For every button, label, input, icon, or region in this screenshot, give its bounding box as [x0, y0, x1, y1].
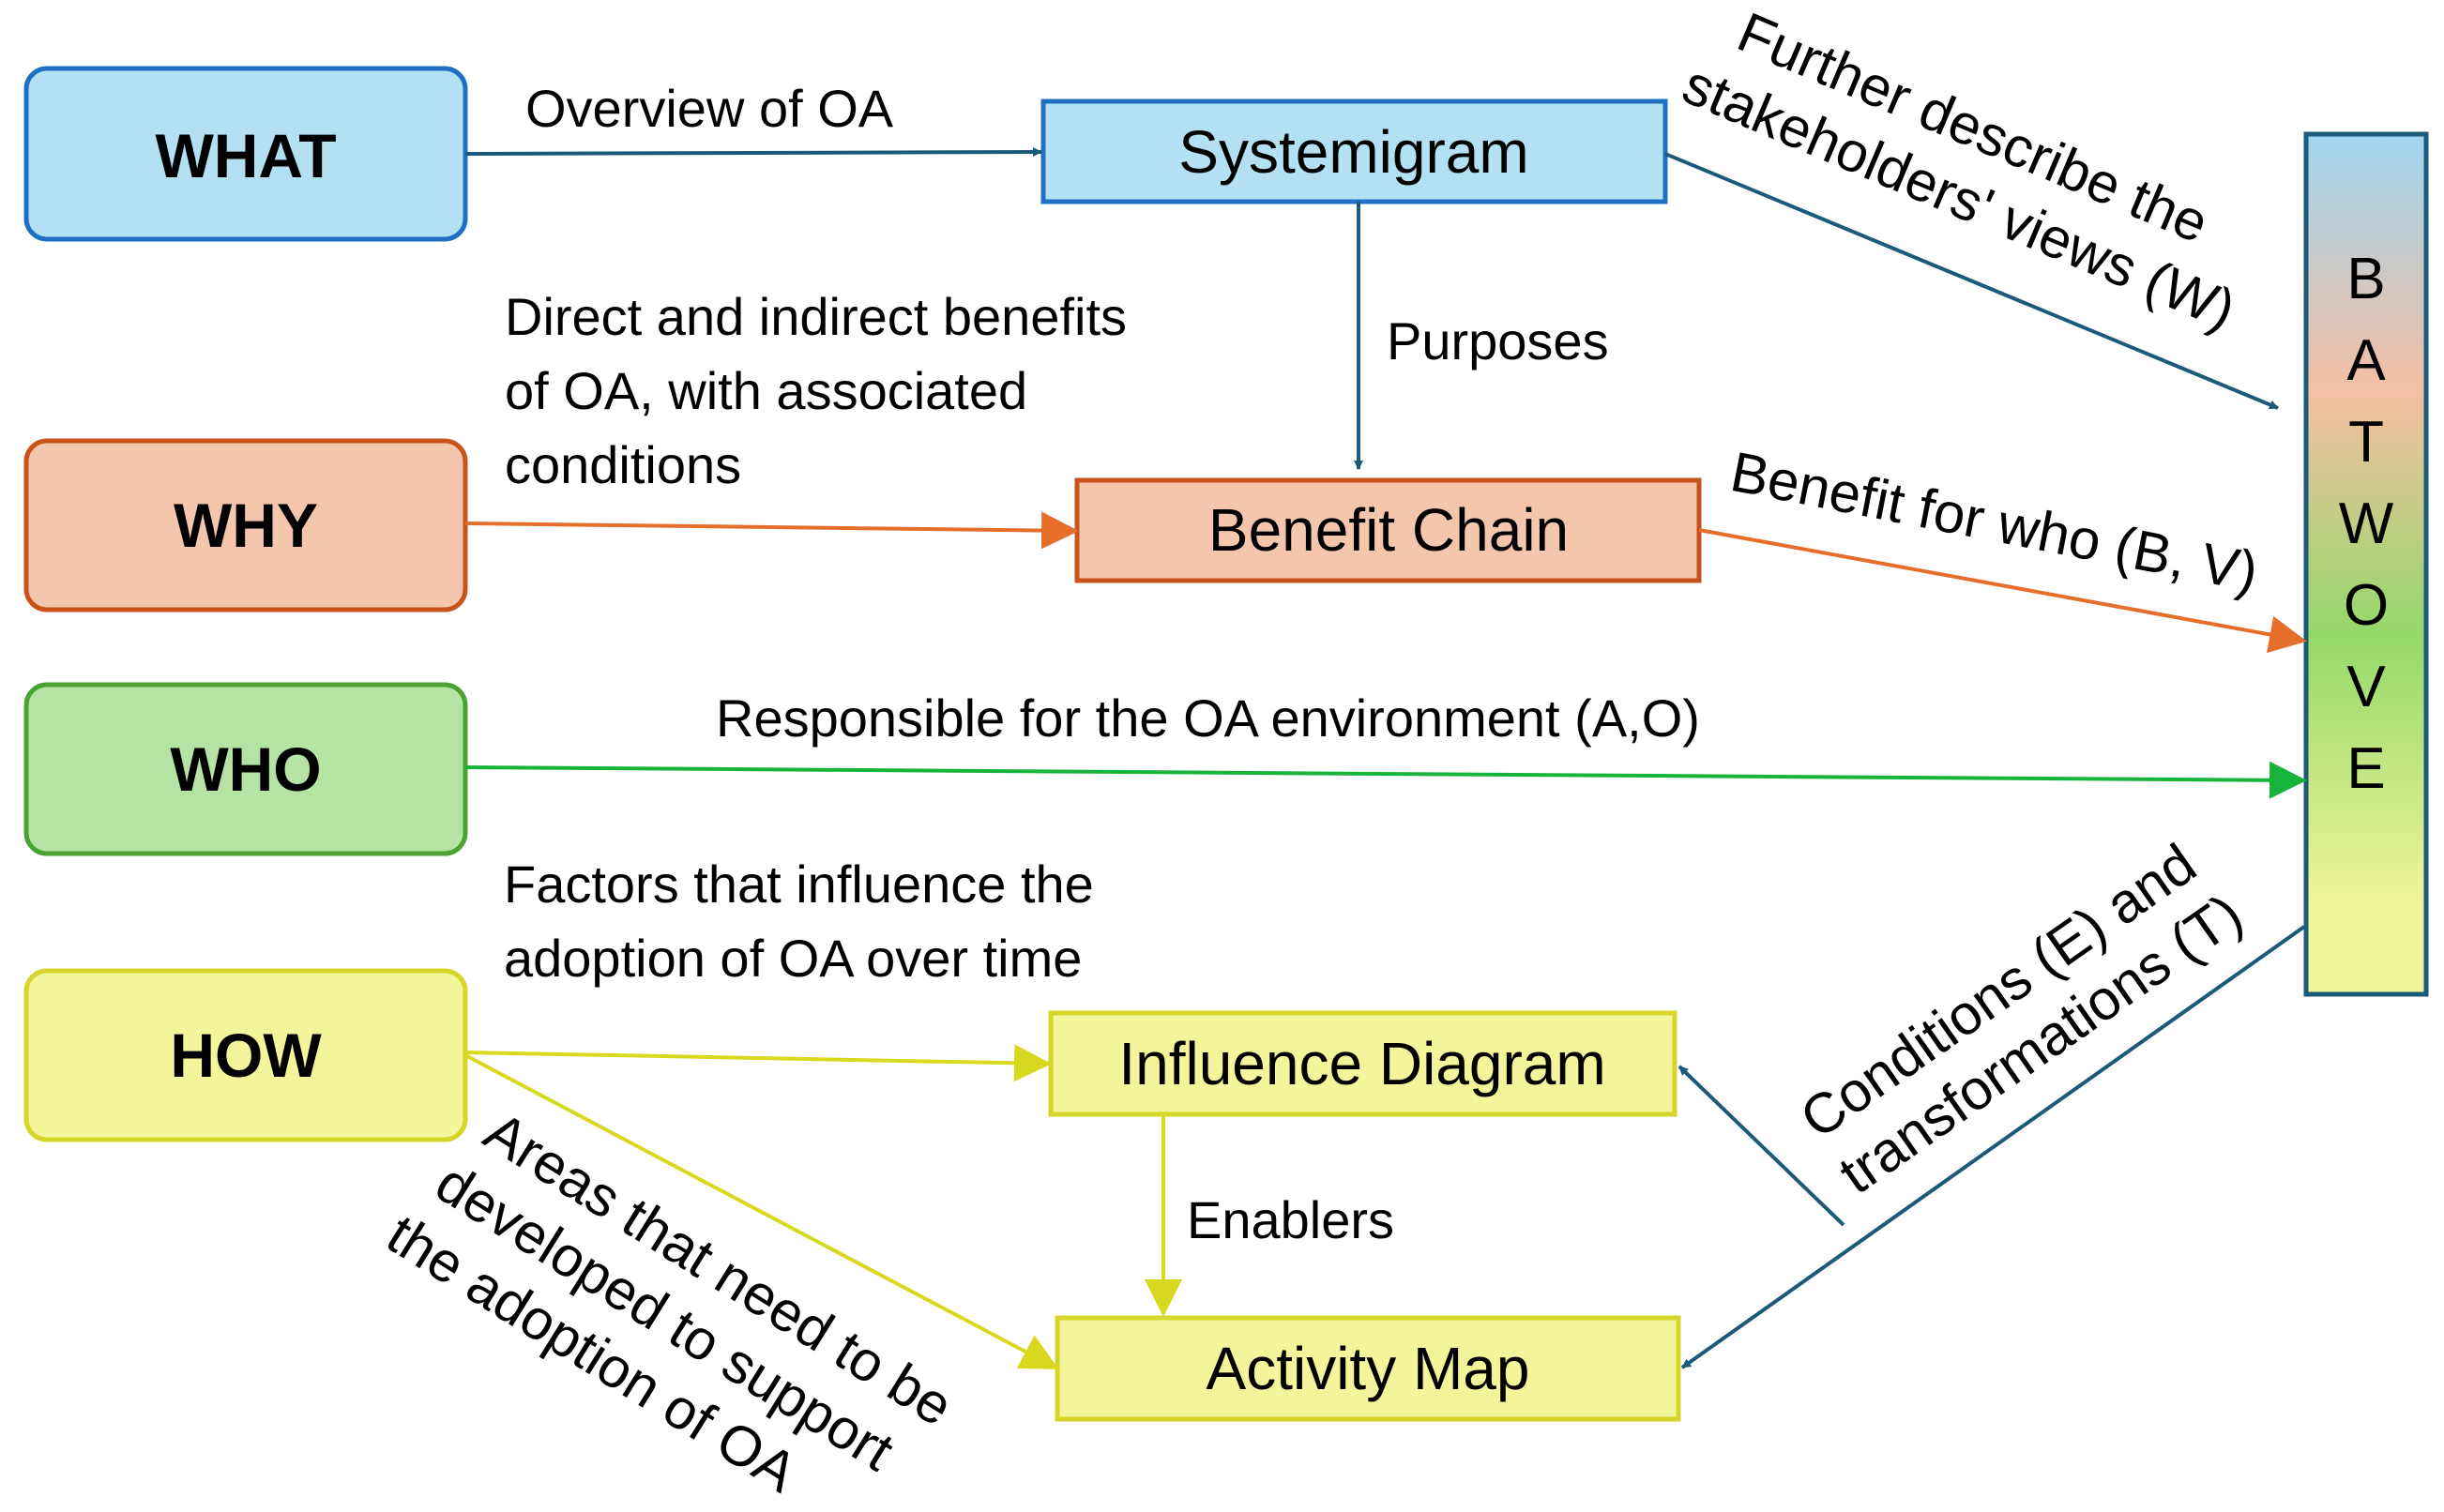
label-factors-line1: Factors that influence the	[504, 854, 1094, 914]
batwove-letter-w: W	[2339, 491, 2394, 556]
label-conditions: Conditions (E) and transformations (T)	[1789, 832, 2254, 1206]
label-purposes: Purposes	[1387, 311, 1609, 370]
arrow-batwove-activity	[1680, 925, 2306, 1369]
label-overview: Overview of OA	[525, 79, 894, 138]
batwove-letter-t: T	[2348, 410, 2384, 475]
systemigram-label: Systemigram	[1178, 118, 1528, 186]
arrow-benefit-batwove	[1698, 528, 2307, 654]
label-benefit-for-who: Benefit for who (B, V)	[1726, 440, 2264, 604]
activity-map-label: Activity Map	[1207, 1335, 1530, 1402]
arrow-what-systemigram	[464, 147, 1042, 158]
activity-map-box: Activity Map	[1055, 1315, 1681, 1422]
arrow-systemigram-batwove	[1664, 152, 2279, 410]
batwove-letter-b: B	[2346, 247, 2385, 311]
batwove-letter-e: E	[2346, 736, 2385, 801]
why-box: WHY	[23, 438, 468, 612]
arrow-who-batwove	[464, 761, 2307, 799]
label-benefits-line1: Direct and indirect benefits	[505, 287, 1127, 346]
what-label: WHAT	[155, 121, 336, 190]
batwove-column: B A T W O V E	[2303, 131, 2429, 997]
influence-diagram-box: Influence Diagram	[1048, 1010, 1677, 1117]
batwove-letter-v: V	[2346, 655, 2386, 719]
label-responsible: Responsible for the OA environment (A,O)	[716, 688, 1700, 748]
how-label: HOW	[170, 1021, 322, 1090]
arrow-batwove-influence	[1677, 1065, 1845, 1227]
label-benefits-line2: of OA, with associated	[505, 361, 1027, 420]
label-stakeholders: Further describe the stakeholders' views…	[1675, 0, 2245, 341]
label-areas: Areas that need to be developed to suppo…	[376, 1099, 964, 1504]
who-box: WHO	[23, 682, 468, 856]
arrow-how-activity	[464, 1053, 1059, 1369]
batwove-letter-o: O	[2344, 573, 2389, 638]
influence-diagram-label: Influence Diagram	[1118, 1030, 1605, 1097]
benefit-chain-box: Benefit Chain	[1074, 477, 1702, 583]
svg-text:Benefit for who (B, V): Benefit for who (B, V)	[1726, 440, 2264, 604]
benefit-chain-label: Benefit Chain	[1208, 496, 1569, 564]
arrow-how-influence	[464, 1044, 1052, 1082]
systemigram-box: Systemigram	[1040, 98, 1668, 204]
label-factors-line2: adoption of OA over time	[504, 929, 1082, 988]
who-label: WHO	[170, 734, 321, 804]
label-benefits-line3: conditions	[505, 435, 741, 494]
arrow-why-benefit	[464, 511, 1079, 550]
label-enablers: Enablers	[1187, 1190, 1394, 1249]
why-label: WHY	[174, 491, 318, 560]
what-box: WHAT	[23, 66, 468, 242]
how-box: HOW	[23, 968, 468, 1142]
batwove-letter-a: A	[2346, 328, 2386, 393]
